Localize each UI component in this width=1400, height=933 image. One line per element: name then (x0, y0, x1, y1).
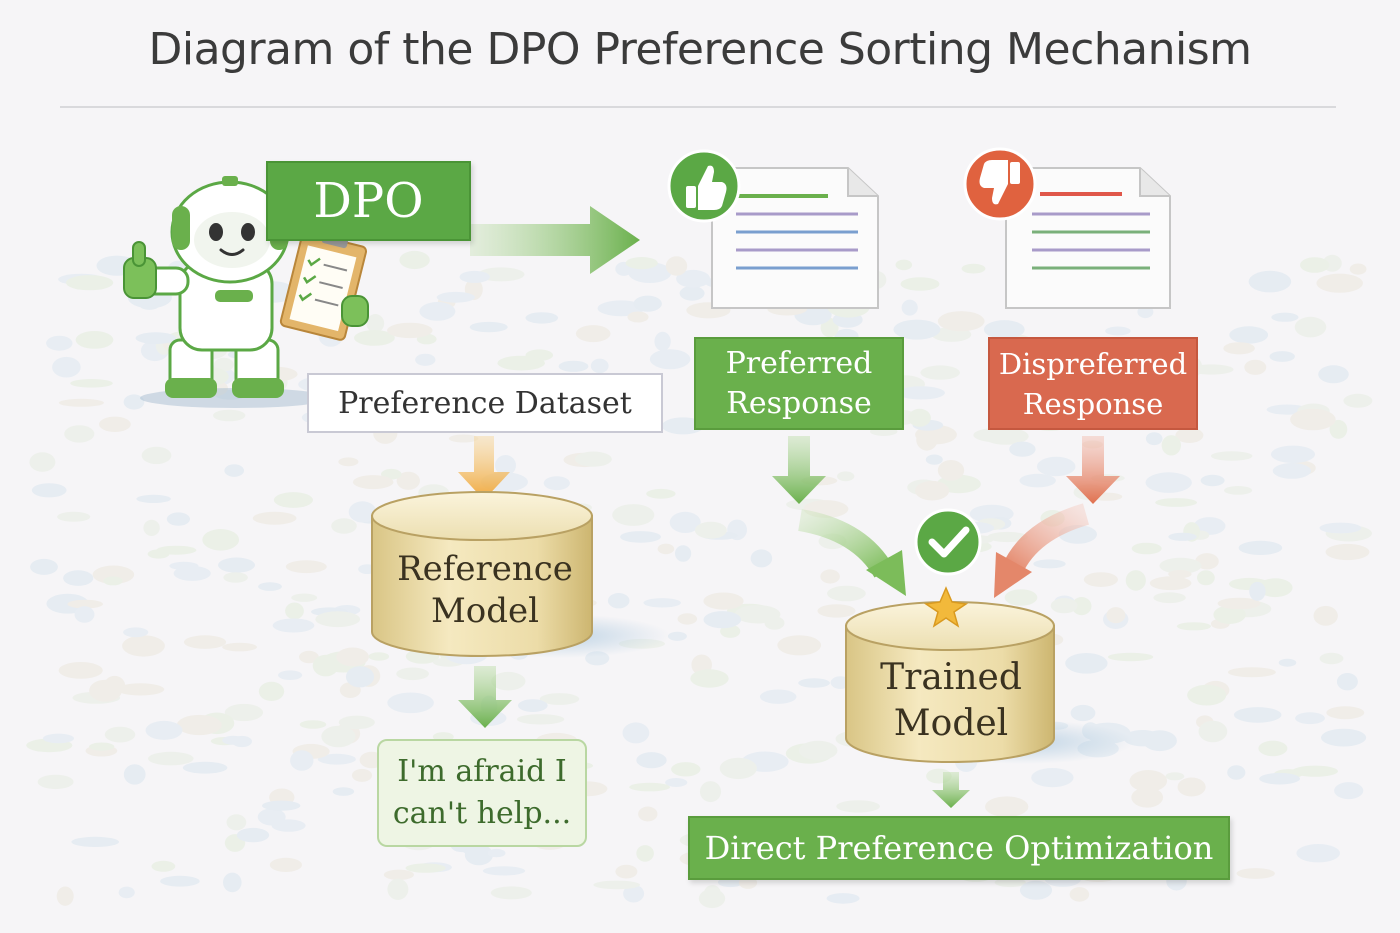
dispreferred-response-line-2: Response (1022, 386, 1164, 421)
arrow-dataset-to-reference (458, 436, 510, 500)
sparkle-icon (923, 586, 969, 628)
preferred-response-box: Preferred Response (694, 337, 904, 430)
preferred-response-line-2: Response (726, 385, 872, 421)
arrow-preferred-down (772, 436, 826, 504)
reference-model-line-1: Reference (397, 549, 573, 589)
dpo-tag: DPO (266, 161, 471, 241)
refusal-output-box: I'm afraid I can't help... (377, 739, 587, 847)
thumbs-down-icon (963, 147, 1037, 221)
curved-arrow-preferred-to-trained (797, 509, 906, 596)
dispreferred-response-box: Dispreferred Response (988, 337, 1198, 430)
reference-model-label: Reference Model (380, 548, 590, 632)
preferred-response-line-1: Preferred (725, 345, 873, 381)
dispreferred-response-line-1: Dispreferred (998, 346, 1188, 381)
thumbs-up-icon (667, 149, 741, 223)
refusal-output-line-1: I'm afraid I (397, 754, 567, 789)
curved-arrow-dispreferred-to-trained (994, 503, 1090, 598)
page-title: Diagram of the DPO Preference Sorting Me… (148, 24, 1252, 75)
arrow-reference-to-output (458, 666, 512, 728)
arrow-dpo-to-documents (470, 206, 640, 274)
refusal-output-line-2: can't help... (392, 796, 572, 831)
preferred-document (711, 167, 879, 309)
title-divider (60, 106, 1336, 108)
trained-model-line-1: Trained (880, 657, 1022, 698)
reference-model-cylinder (371, 491, 670, 658)
checklist-clipboard-icon (279, 231, 369, 341)
check-badge-icon (914, 508, 982, 576)
trained-model-label: Trained Model (846, 655, 1056, 747)
preference-dataset-box: Preference Dataset (307, 373, 663, 433)
arrow-dispreferred-down (1066, 436, 1120, 504)
dispreferred-document (1005, 167, 1171, 309)
direct-preference-optimization-box: Direct Preference Optimization (688, 816, 1230, 880)
trained-model-line-2: Model (893, 703, 1009, 744)
arrow-trained-to-dpo (932, 772, 970, 808)
reference-model-line-2: Model (430, 591, 540, 631)
